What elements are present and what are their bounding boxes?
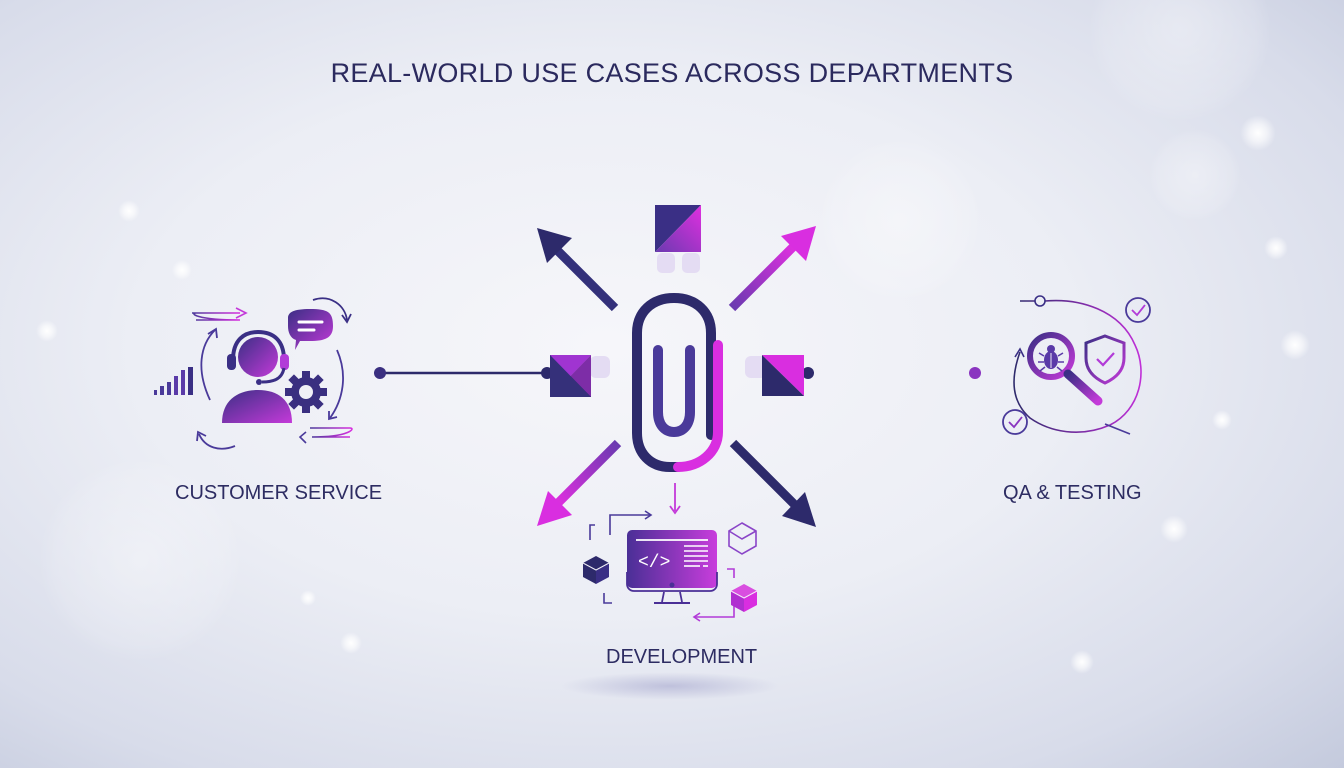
arrow-up-right bbox=[728, 226, 816, 312]
gear-icon bbox=[285, 371, 327, 413]
cube-magenta-icon bbox=[730, 584, 758, 612]
left-plug-block bbox=[550, 355, 610, 397]
arrow-down-left bbox=[537, 439, 622, 526]
check-circle-icon bbox=[1002, 409, 1028, 435]
cube-outline-icon bbox=[728, 522, 757, 555]
arrow-up-left bbox=[537, 228, 619, 312]
code-tag-glyph: </> bbox=[638, 553, 670, 573]
signal-bars-icon bbox=[154, 367, 193, 395]
arrow-down-right bbox=[729, 439, 816, 527]
department-label-customer-service: CUSTOMER SERVICE bbox=[175, 482, 383, 504]
department-label-development: DEVELOPMENT bbox=[606, 646, 758, 668]
bug-magnifier-shield-icon bbox=[1002, 295, 1151, 435]
development-shadow bbox=[560, 672, 780, 700]
right-plug-block bbox=[745, 355, 804, 396]
cube-solid-icon bbox=[582, 556, 610, 584]
arrow-down-to-development bbox=[669, 483, 681, 515]
code-monitor-icon: </> bbox=[582, 510, 758, 622]
top-plug-block bbox=[655, 205, 701, 273]
left-connector bbox=[374, 367, 553, 379]
right-connector bbox=[802, 367, 981, 379]
headset-agent-icon bbox=[154, 297, 353, 450]
shield-check-icon bbox=[1084, 334, 1126, 385]
page-title: REAL-WORLD USE CASES ACROSS DEPARTMENTS bbox=[330, 58, 1014, 88]
check-circle-icon bbox=[1125, 297, 1151, 323]
department-label-qa-testing: QA & TESTING bbox=[1003, 482, 1142, 504]
paperclip-icon bbox=[632, 292, 723, 472]
chat-bubble-icon bbox=[288, 309, 333, 350]
bug-icon bbox=[1038, 345, 1064, 372]
